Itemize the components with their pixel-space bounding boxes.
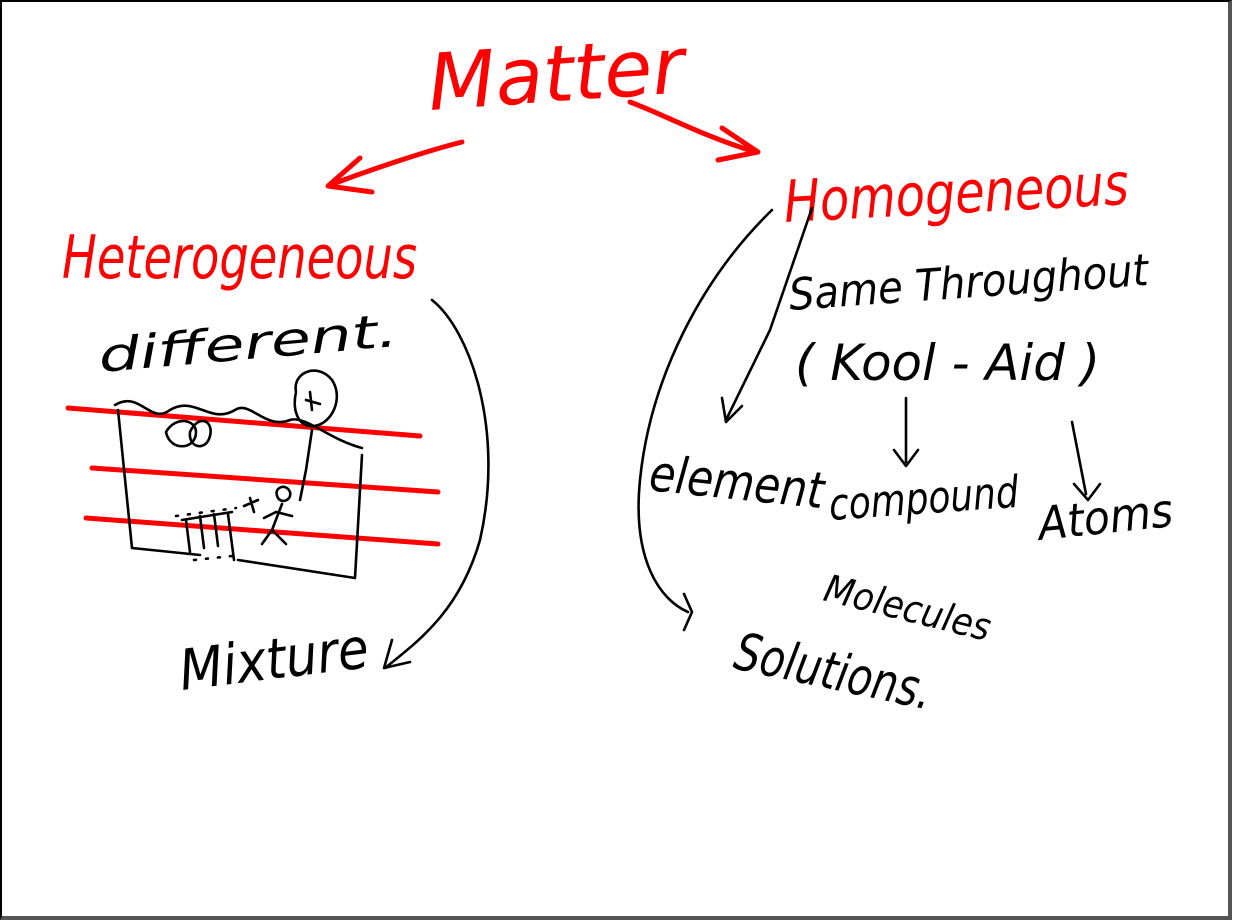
homogeneous-heading: Homogeneous: [782, 150, 1130, 236]
oil-drops-sketch-icon: [115, 401, 362, 448]
different-label: different.: [96, 303, 400, 383]
heterogeneous-heading: Heterogeneous: [62, 223, 417, 293]
arrow-head-mixture-icon: [384, 640, 410, 668]
arrow-to-homogeneous: [630, 102, 755, 152]
sketch-red-line-3: [86, 518, 438, 544]
mixture-label: Mixture: [176, 616, 373, 704]
compound-label: compound: [827, 467, 1021, 531]
arrow-to-heterogeneous: [330, 142, 462, 185]
molecules-label: Molecules: [820, 566, 996, 650]
sketch-red-line-2: [92, 468, 438, 492]
kool-aid-label: ( Kool - Aid ): [795, 334, 1100, 392]
bubble-sketch-icon: [166, 421, 211, 446]
container-sketch: [118, 410, 362, 578]
stick-figure-sketch-icon: [262, 487, 292, 544]
atoms-label: Atoms: [1033, 483, 1176, 551]
same-throughout-label: Same Throughout: [787, 245, 1151, 321]
element-label: element: [647, 444, 829, 520]
arrow-to-solutions: [639, 210, 772, 612]
solutions-label: Solutions.: [729, 622, 937, 722]
arrow-to-mixture: [385, 300, 488, 668]
